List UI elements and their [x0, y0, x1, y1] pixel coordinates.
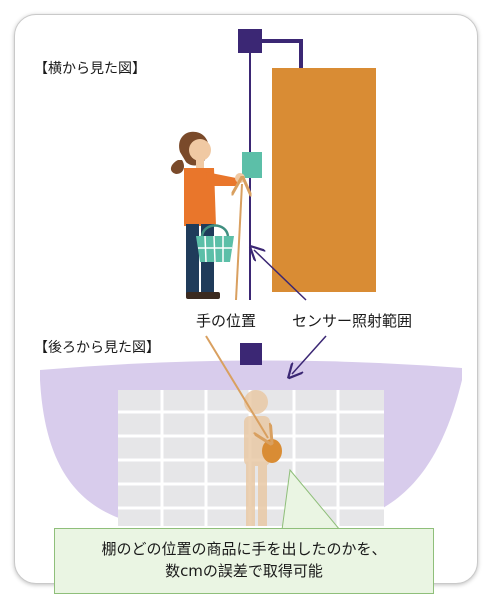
callout-line-2: 数cmの誤差で取得可能: [165, 562, 323, 580]
side-view-label: 【横から見た図】: [34, 61, 146, 77]
shopper-side: [170, 131, 245, 299]
hand-arrow-up: [236, 184, 242, 301]
sensor-mount: [262, 39, 303, 68]
hand-arrow-down: [205, 335, 268, 438]
hand-position-label: 手の位置: [196, 312, 257, 330]
callout-line-1: 棚のどの位置の商品に手を出したのかを、: [101, 540, 387, 558]
sensor-back: [240, 343, 262, 365]
sensor-range-label: センサー照射範囲: [292, 312, 413, 330]
back-view-label: 【後ろから見た図】: [34, 340, 160, 356]
hand-marker: [262, 439, 282, 463]
range-arrow-up: [254, 250, 307, 301]
callout-box: 棚のどの位置の商品に手を出したのかを、 数cmの誤差で取得可能: [54, 528, 434, 594]
hand-detection-box: [242, 152, 262, 178]
shelf-side: [272, 68, 376, 292]
sensor-side: [238, 29, 262, 53]
range-arrow-down: [292, 335, 327, 374]
